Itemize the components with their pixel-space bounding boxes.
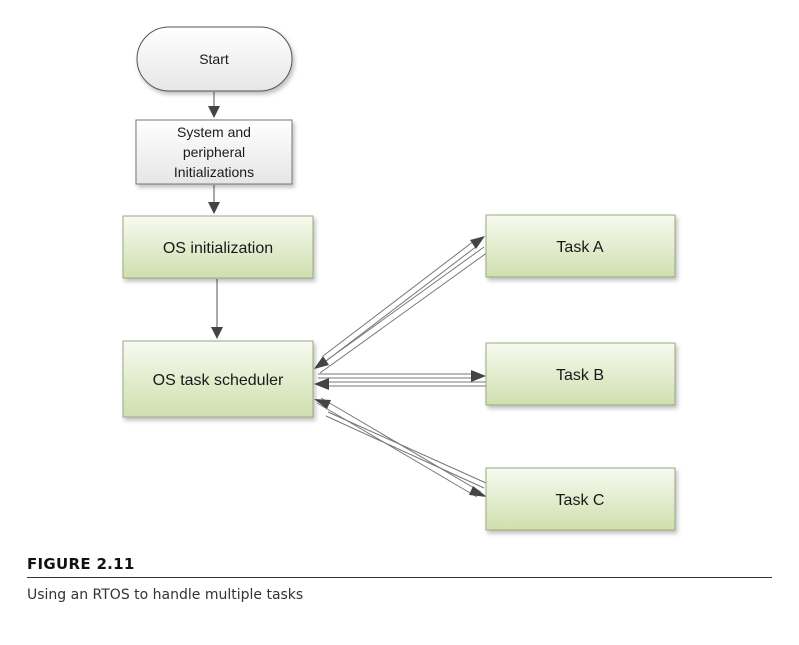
flow-connectors — [208, 92, 223, 339]
task-c-node: Task C — [485, 467, 676, 531]
figure-number: FIGURE 2.11 — [27, 555, 135, 573]
system-init-node: System and peripheral Initializations — [135, 119, 293, 185]
task-c-label: Task C — [556, 492, 605, 509]
figure-caption: Using an RTOS to handle multiple tasks — [27, 587, 304, 603]
caption-divider — [27, 577, 772, 578]
arrow-scheduler-task-b — [314, 370, 486, 390]
task-a-label: Task A — [556, 239, 603, 256]
start-node: Start — [136, 26, 293, 92]
os-init-node: OS initialization — [122, 215, 314, 279]
task-a-node: Task A — [485, 214, 676, 278]
arrow-scheduler-task-c — [314, 397, 487, 498]
start-label: Start — [199, 51, 229, 67]
scheduler-label: OS task scheduler — [153, 372, 284, 389]
system-init-label-line2: peripheral — [183, 144, 245, 160]
arrow-scheduler-task-a — [314, 236, 489, 374]
task-b-label: Task B — [556, 367, 604, 384]
task-b-node: Task B — [485, 342, 676, 406]
system-init-label-line3: Initializations — [174, 164, 254, 180]
rtos-flow-diagram: Start System and peripheral Initializati… — [122, 26, 676, 531]
scheduler-node: OS task scheduler — [122, 340, 314, 418]
system-init-label-line1: System and — [177, 124, 251, 140]
os-init-label: OS initialization — [163, 240, 273, 257]
